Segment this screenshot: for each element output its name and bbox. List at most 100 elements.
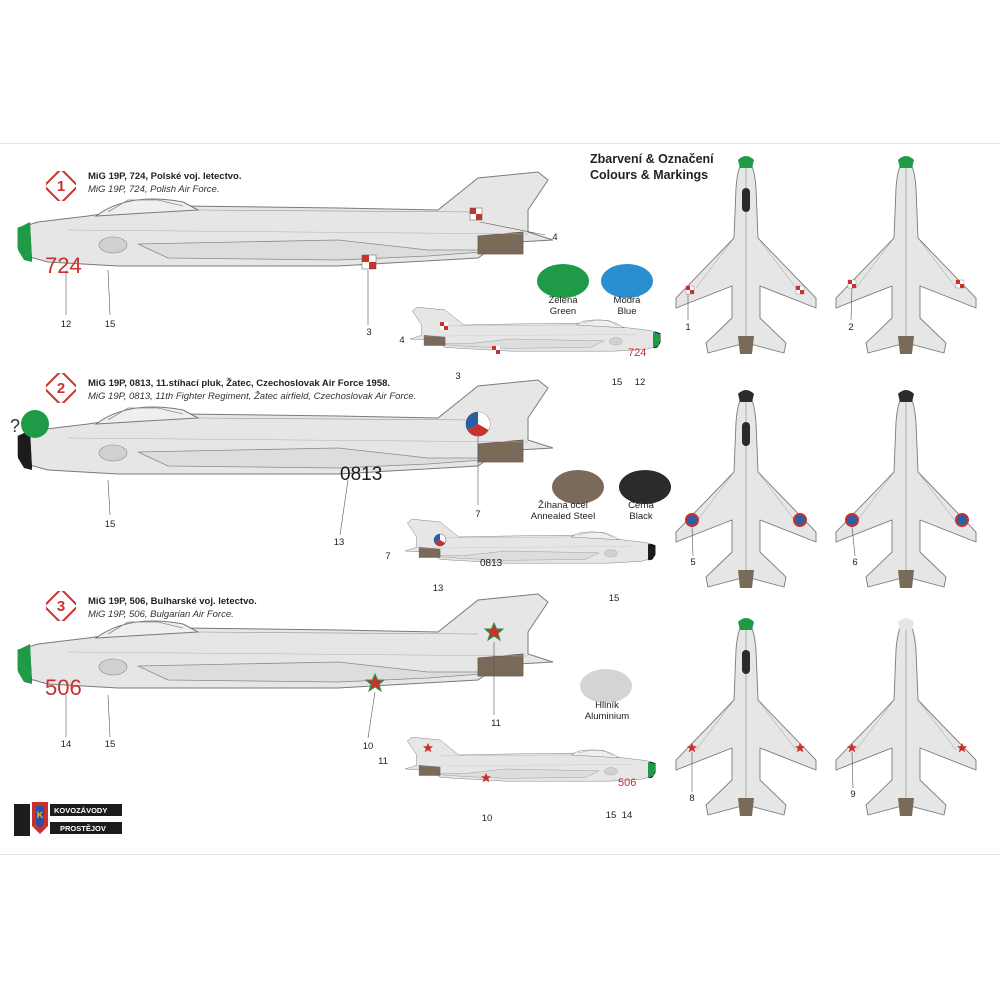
swatch-label-cz: Černá [628, 500, 654, 511]
callout-number: 10 [481, 813, 493, 824]
scheme-2-title: MiG 19P, 0813, 11.stíhací pluk, Žatec, C… [88, 377, 416, 403]
scheme-2-nose-black [18, 430, 32, 470]
callout-number: 1 [685, 322, 691, 333]
swatch-green [537, 264, 589, 298]
swatch-blue [601, 264, 653, 298]
callout-number: 6 [852, 557, 858, 568]
callout-number: 12 [634, 377, 646, 388]
scheme-1-nose-green [18, 222, 32, 262]
callout-number: 12 [60, 319, 72, 330]
callout-number: 5 [690, 557, 696, 568]
polish-checker-icon [469, 207, 483, 221]
callout-number: 2 [848, 322, 854, 333]
callout-number: 3 [455, 371, 461, 382]
czechoslovak-roundel-icon [433, 533, 447, 547]
scheme-1-small-profile [409, 306, 661, 352]
scheme-2-side-profile: 0813 [17, 379, 554, 536]
scheme-3-number: 3 [57, 598, 65, 615]
nose-colour-alt-swatch [21, 410, 49, 438]
swatch-annealed-steel [552, 470, 604, 504]
callout-number: 3 [366, 327, 372, 338]
swatch-label-cz: Žíhaná ocel [538, 500, 588, 511]
plan-wing-insignia [685, 279, 969, 753]
callout-number: 4 [399, 335, 405, 346]
callout-number: 10 [362, 741, 374, 752]
swatch-aluminium [580, 669, 632, 703]
callout-number: 8 [689, 793, 695, 804]
callout-number: 14 [60, 739, 72, 750]
bulgarian-star-icon [364, 672, 386, 693]
bulgarian-star-icon [483, 621, 505, 642]
swatch-label-en: Blue [617, 306, 637, 317]
scheme-1-serial: 724 [45, 253, 82, 278]
callout-number: 11 [491, 718, 501, 729]
scheme-3-small-serial: 506 [618, 777, 636, 789]
kovozavody-logo: K KOVOZÁVODY PROSTĚJOV [14, 800, 124, 840]
scheme-3-title: MiG 19P, 506, Bulharské voj. letectvo. M… [88, 595, 257, 621]
header-czech: Zbarvení & Označení [590, 152, 714, 166]
logo-mark: K [37, 810, 44, 820]
colour-swatches [537, 264, 671, 703]
callout-number: 13 [333, 537, 345, 548]
scheme-2-serial: 0813 [340, 464, 382, 485]
scheme-3-nose-green [18, 644, 32, 684]
swatch-label-en: Green [549, 306, 577, 317]
scheme-3-small-profile [404, 736, 656, 782]
plan-view-bottom-3 [835, 618, 977, 817]
callout-number: 7 [475, 509, 481, 520]
scheme-1-small-serial: 724 [628, 347, 646, 359]
callout-number: 13 [432, 583, 444, 594]
swatch-label-en: Annealed Steel [530, 511, 596, 522]
plan-view-top-3 [675, 618, 817, 817]
scheme-2-title-cz: MiG 19P, 0813, 11.stíhací pluk, Žatec, C… [88, 378, 391, 389]
scheme-3-side-profile: 506 [17, 593, 554, 739]
scheme-3-serial: 506 [45, 675, 82, 700]
czechoslovak-roundel-icon [465, 411, 491, 437]
polish-checker-icon [492, 346, 500, 354]
callout-number: 4 [552, 232, 558, 243]
swatch-label-cz: Hliník [595, 700, 619, 711]
callout-number: 14 [621, 810, 633, 821]
scheme-2-badge: 2 [46, 373, 76, 403]
bulgarian-star-icon [423, 743, 433, 753]
header-english: Colours & Markings [590, 168, 709, 182]
callout-number: 15 [104, 319, 116, 330]
scheme-1-title-cz: MiG 19P, 724, Polské voj. letectvo. [88, 171, 242, 182]
scheme-2-title-en: MiG 19P, 0813, 11th Fighter Regiment, Ža… [88, 391, 417, 402]
logo-line-2: PROSTĚJOV [60, 824, 106, 833]
logo-line-1: KOVOZÁVODY [54, 806, 108, 815]
scheme-1-title: MiG 19P, 724, Polské voj. letectvo. MiG … [88, 170, 241, 196]
scheme-2-small-profile [404, 518, 656, 564]
swatch-label-en: Aluminium [584, 711, 630, 722]
callout-number: 7 [385, 551, 391, 562]
plan-view-bottom-1 [835, 156, 977, 355]
polish-checker-icon [361, 254, 377, 270]
swatch-label-cz: Modrá [613, 295, 641, 306]
polish-checker-icon [440, 322, 448, 330]
scheme-2-small-serial: 0813 [480, 558, 503, 569]
scheme-3-title-cz: MiG 19P, 506, Bulharské voj. letectvo. [88, 596, 257, 607]
scheme-1-number: 1 [57, 178, 65, 195]
plan-view-top-2 [675, 390, 817, 589]
plan-view-bottom-2 [835, 390, 977, 589]
callout-number: 15 [611, 377, 623, 388]
scheme-1-title-en: MiG 19P, 724, Polish Air Force. [88, 184, 220, 195]
scheme-1-side-profile: 724 [17, 171, 554, 325]
nose-colour-question: ? [10, 416, 20, 436]
colours-markings-header: Zbarvení & Označení Colours & Markings [590, 151, 714, 183]
callout-number: 9 [850, 789, 856, 800]
callout-number: 15 [104, 519, 116, 530]
sheet-frame [0, 143, 1000, 855]
callout-number: 11 [378, 756, 388, 767]
scheme-1-badge: 1 [46, 171, 76, 201]
swatch-label-en: Black [629, 511, 653, 522]
scheme-2-number: 2 [57, 380, 65, 397]
swatch-label-cz: Zelená [548, 295, 578, 306]
